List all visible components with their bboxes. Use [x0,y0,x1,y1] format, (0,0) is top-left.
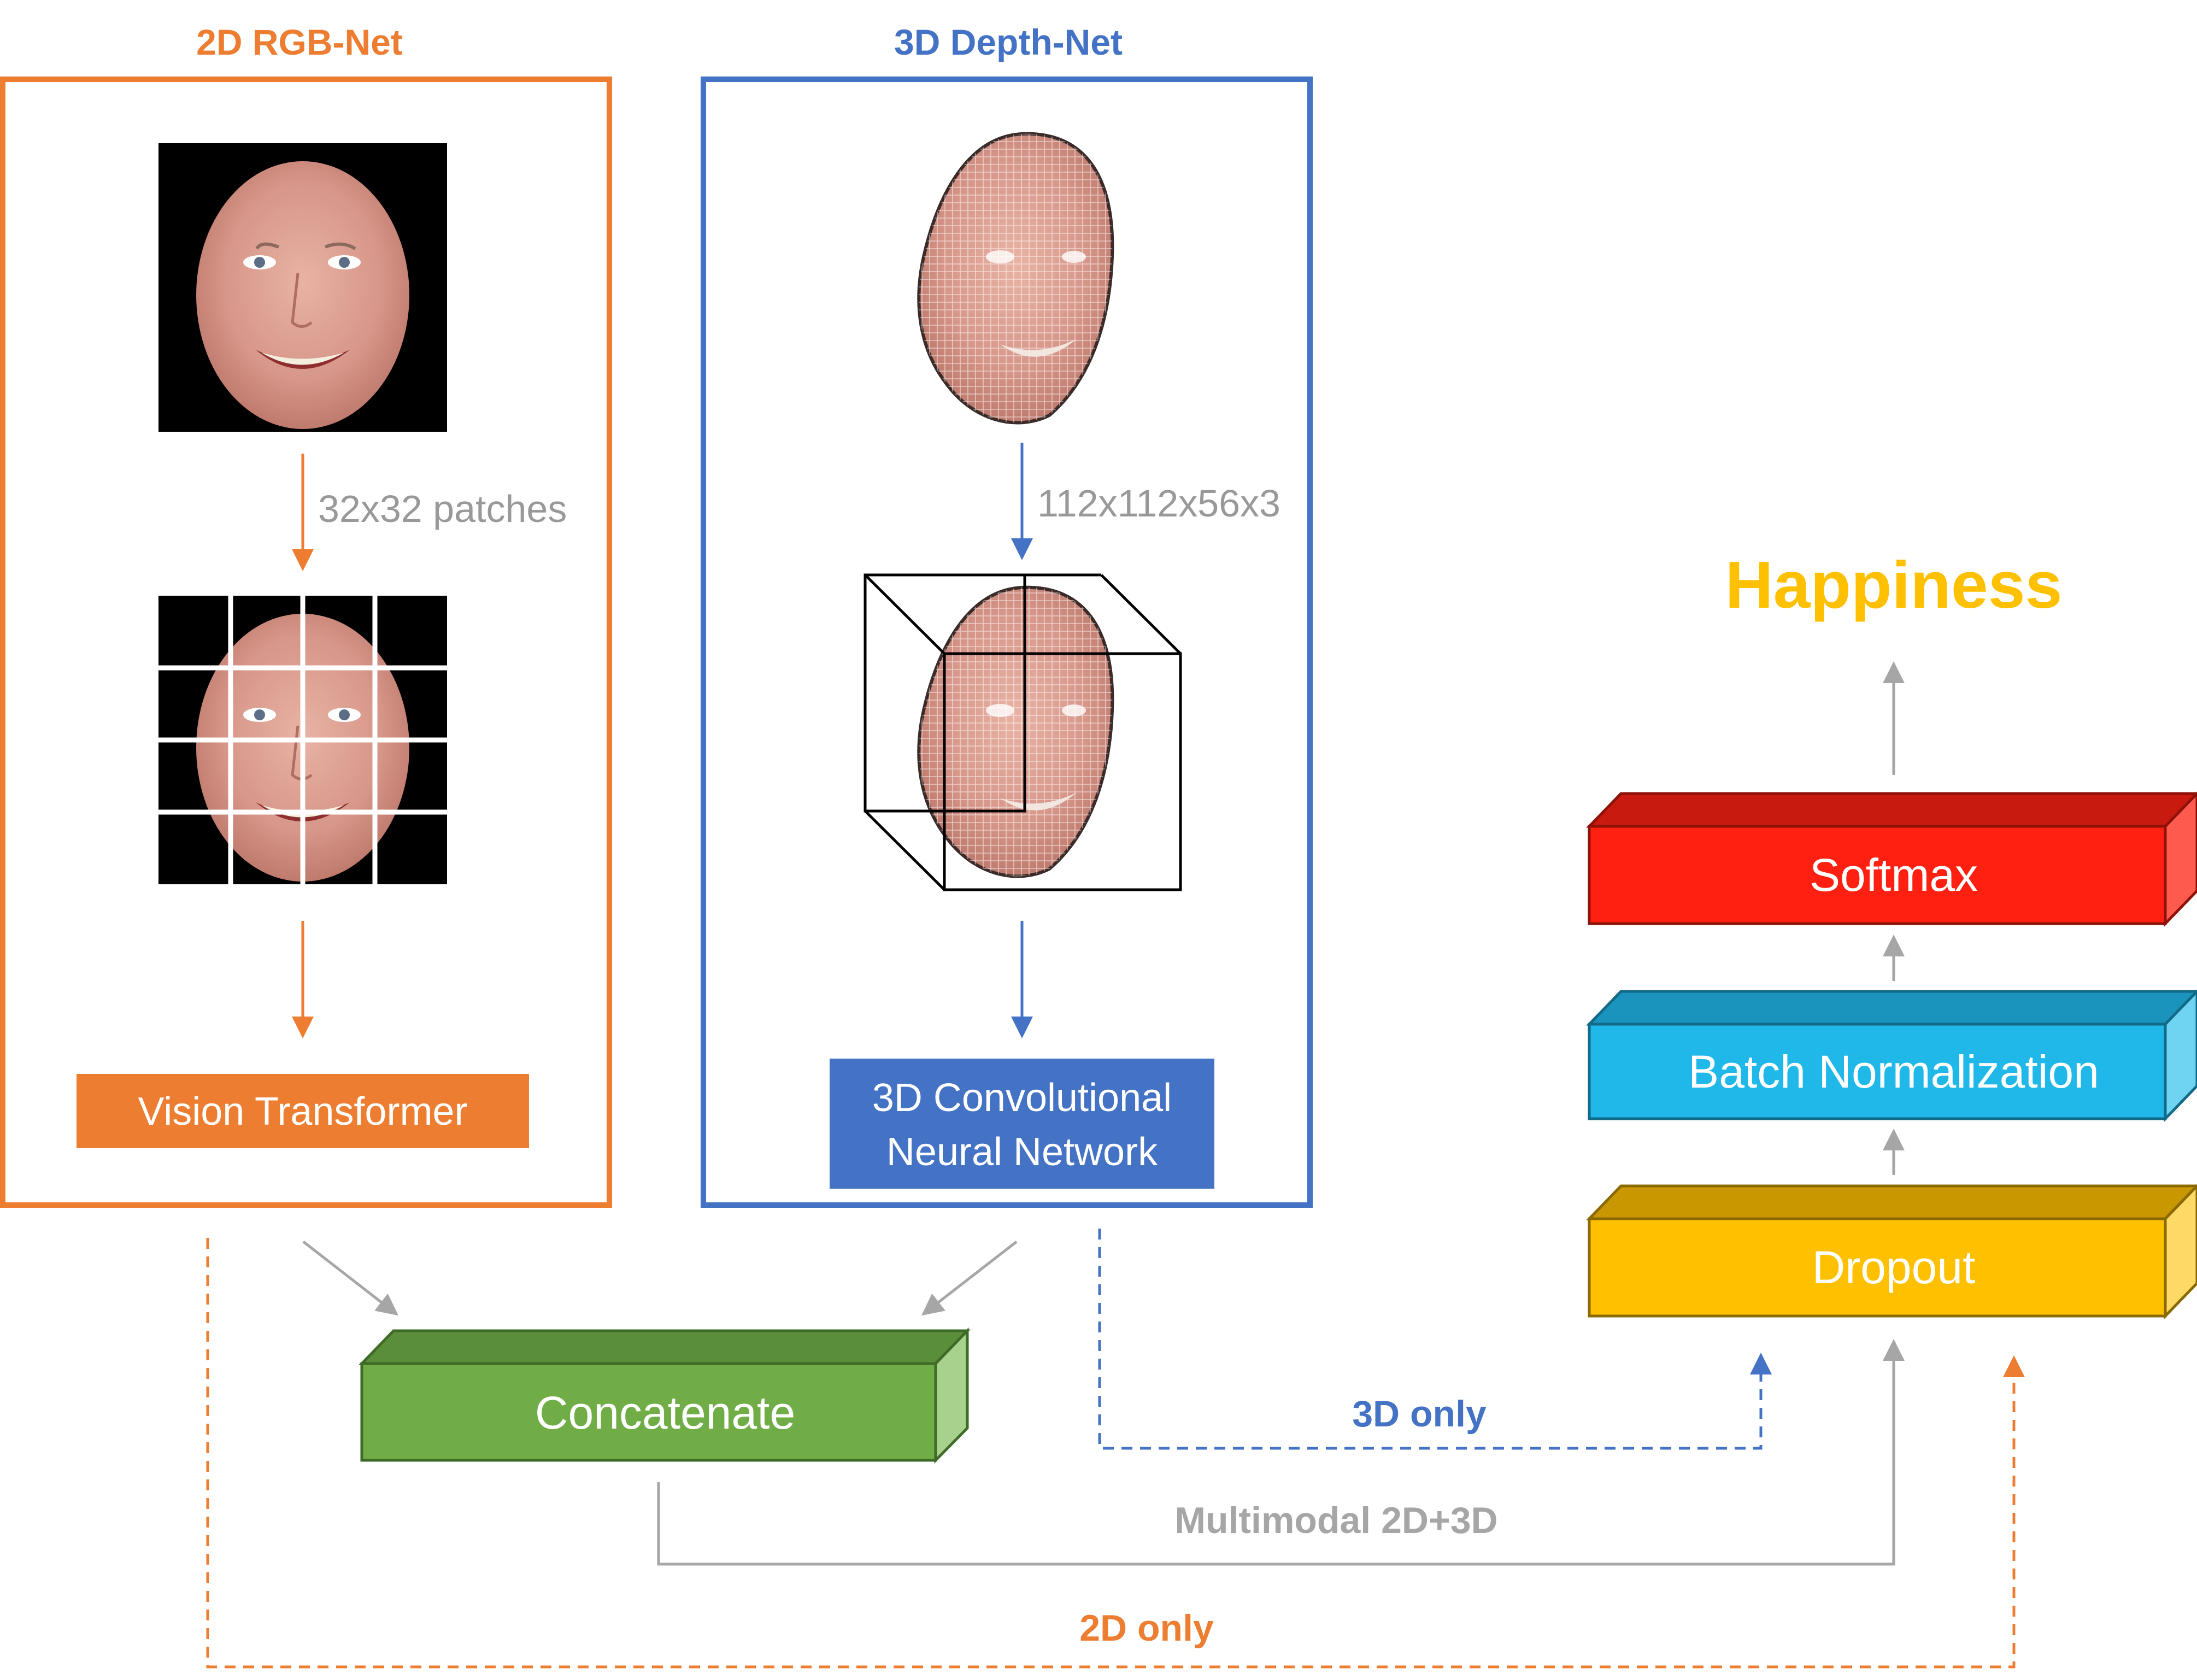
depth-net-title: 3D Depth-Net [894,22,1123,62]
cnn-3d-label-line1: 3D Convolutional [872,1076,1172,1120]
output-label: Happiness [1725,548,2063,622]
path-2d-only-label: 2D only [1079,1607,1214,1649]
cnn-3d-label-line2: Neural Network [886,1130,1158,1174]
softmax-block: Softmax [1586,791,2197,927]
batch-normalization-label: Batch Normalization [1688,1046,2099,1097]
rgb-net-title: 2D RGB-Net [196,22,403,62]
depth-net-frame [701,77,1313,1208]
depth-to-concat-arrow [921,1241,1018,1316]
path-multimodal-line [657,1339,1905,1566]
path-multimodal-label: Multimodal 2D+3D [1174,1500,1497,1541]
dropout-label: Dropout [1812,1242,1976,1293]
rgb-face-patches-image [158,596,447,884]
patch-size-label: 32x32 patches [318,487,567,530]
softmax-label: Softmax [1810,849,1978,901]
concatenate-block: Concatenate [359,1327,971,1464]
rgb-net-panel: 2D RGB-Net 32x32 patches [0,22,612,1208]
depth-face-pointcloud [917,132,1114,425]
concatenate-label: Concatenate [535,1387,795,1438]
depth-volume-cube [863,573,1182,891]
rgb-face-image [158,143,447,432]
voxel-size-label: 112x112x56x3 [1037,482,1280,525]
batch-normalization-block: Batch Normalization [1586,989,2197,1123]
vision-transformer-label: Vision Transformer [138,1090,468,1133]
path-2d-only-line [206,1238,2025,1669]
depth-net-panel: 3D Depth-Net 112x112x56x3 [701,22,1313,1208]
dropout-block: Dropout [1586,1184,2197,1320]
cnn-3d-box [830,1059,1214,1189]
vision-transformer-box [77,1074,529,1148]
rgb-to-concat-arrow [302,1241,398,1316]
rgb-net-frame [0,77,612,1208]
path-3d-only-label: 3D only [1352,1393,1487,1435]
